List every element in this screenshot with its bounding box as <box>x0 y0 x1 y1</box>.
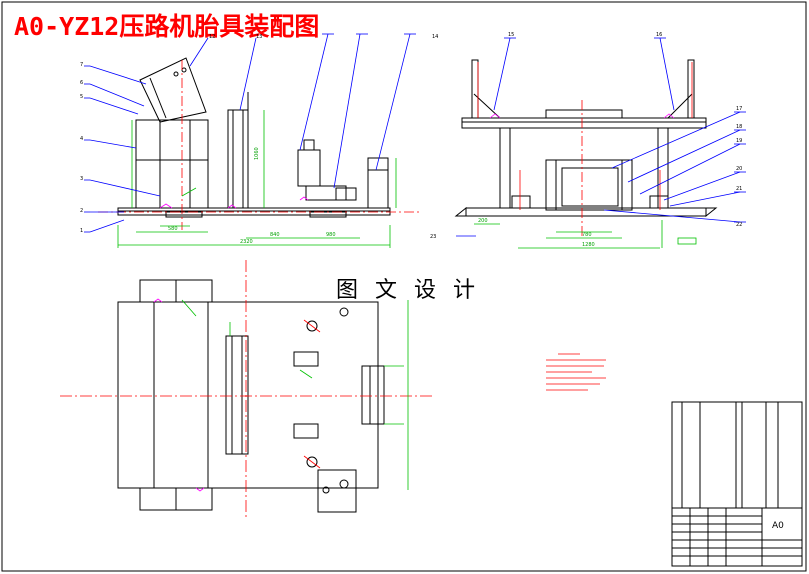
callout-14: 14 <box>432 34 438 40</box>
side-view: 1280 780 200 <box>454 37 746 249</box>
side-top-beam <box>461 117 707 129</box>
callout-15: 15 <box>508 32 514 38</box>
front-right-clamp <box>367 157 389 209</box>
parts-list-table <box>671 401 803 509</box>
callout-18: 18 <box>736 124 742 130</box>
side-center-block <box>545 109 623 119</box>
callout-17: 17 <box>736 106 742 112</box>
front-view: 2320 580 840 980 1060 7 6 5 4 3 2 1 <box>80 33 420 248</box>
plan-base-outline <box>117 301 379 489</box>
callout-20: 20 <box>736 166 742 172</box>
plan-post <box>225 335 249 455</box>
svg-text:980: 980 <box>326 232 336 238</box>
callout-13: 13 <box>256 34 262 40</box>
callout-21: 21 <box>736 186 742 192</box>
title-block: A0 <box>671 401 803 567</box>
callout-labels: 12 13 14 15 16 17 18 19 20 21 22 23 <box>209 32 742 240</box>
side-base-plate <box>465 207 707 217</box>
svg-text:3: 3 <box>80 176 83 182</box>
plan-view <box>60 260 432 520</box>
technical-notes <box>546 353 606 391</box>
svg-text:5: 5 <box>80 94 83 100</box>
svg-text:1060: 1060 <box>254 147 260 160</box>
drawing-title: A0-YZ12压路机胎具装配图 <box>14 12 320 41</box>
svg-text:6: 6 <box>80 80 83 86</box>
svg-text:840: 840 <box>270 232 280 238</box>
front-post <box>227 109 249 209</box>
callout-16: 16 <box>656 32 662 38</box>
svg-text:1: 1 <box>80 228 83 234</box>
title-block-box <box>671 507 803 567</box>
svg-text:580: 580 <box>168 226 178 232</box>
svg-text:2320: 2320 <box>240 239 253 245</box>
sheet-size-label: A0 <box>772 521 784 531</box>
front-press-block <box>297 149 321 187</box>
svg-text:1280: 1280 <box>582 242 595 248</box>
callout-22: 22 <box>736 222 742 228</box>
side-tire-frame <box>545 159 633 211</box>
svg-text:200: 200 <box>478 218 488 224</box>
svg-text:7: 7 <box>80 62 83 68</box>
front-left-tower <box>135 119 209 209</box>
callout-19: 19 <box>736 138 742 144</box>
callout-12: 12 <box>209 34 215 40</box>
callout-23: 23 <box>430 234 436 240</box>
svg-text:780: 780 <box>582 232 592 238</box>
front-angled-bracket <box>139 57 207 123</box>
svg-text:2: 2 <box>80 208 83 214</box>
svg-text:4: 4 <box>80 136 83 142</box>
watermark: 图 文 设 计 <box>336 278 480 303</box>
